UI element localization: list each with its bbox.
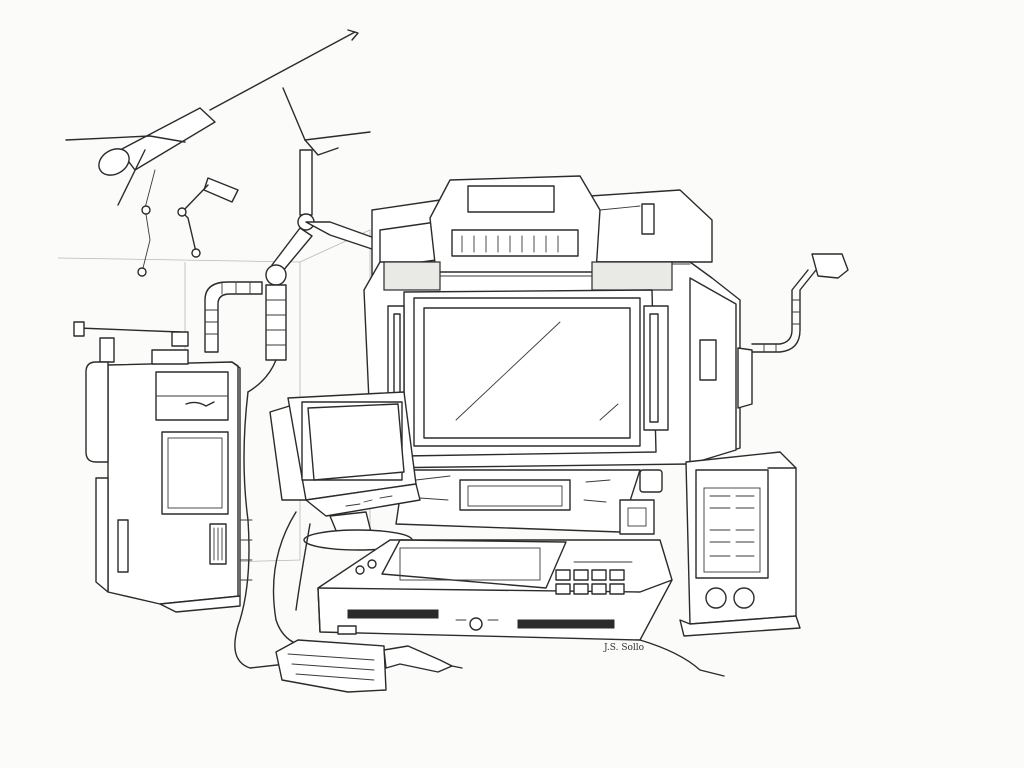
front-vent-left bbox=[347, 609, 439, 619]
handheld-icon bbox=[275, 639, 463, 693]
monitor-icon bbox=[269, 391, 421, 551]
cabinet-vent bbox=[209, 523, 227, 565]
signature: J.S. Sollo bbox=[603, 643, 644, 653]
speaker-icon bbox=[679, 451, 801, 637]
robot-arm-icon bbox=[247, 87, 381, 393]
microphone-icon bbox=[751, 253, 849, 353]
control-knob-icon bbox=[619, 469, 663, 535]
cabinet-icon bbox=[73, 321, 241, 613]
clamp-tool-icon bbox=[177, 177, 239, 258]
keypad bbox=[555, 561, 633, 595]
drone-icon bbox=[65, 29, 359, 277]
conduit-icon bbox=[204, 281, 263, 353]
console-icon bbox=[363, 175, 753, 535]
keyboard-icon bbox=[317, 539, 673, 641]
front-vent-right bbox=[517, 619, 615, 629]
